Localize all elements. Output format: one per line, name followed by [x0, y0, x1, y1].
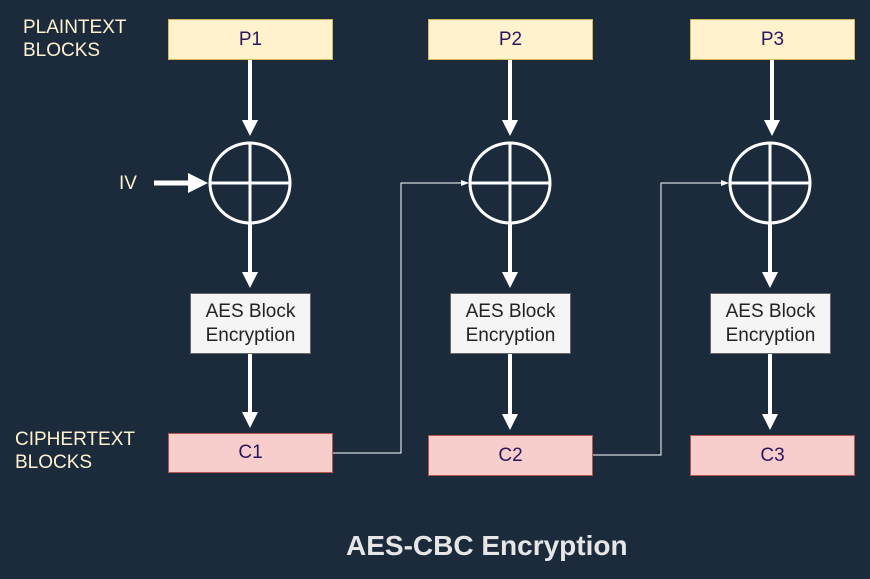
plaintext-label-line: PLAINTEXT — [23, 17, 127, 38]
ciphertext-block-c1: C1 — [168, 433, 333, 473]
ciphertext-block-c2: C2 — [428, 435, 593, 476]
aes-label-line: Encryption — [465, 324, 556, 346]
xor-icon — [728, 141, 812, 225]
ciphertext-label-line: BLOCKS — [15, 452, 93, 473]
ciphertext-label-line: CIPHERTEXT — [15, 429, 136, 450]
ciphertext-block-c3: C3 — [690, 435, 855, 476]
aes-label-line: AES Block — [465, 300, 556, 322]
aes-label-line: Encryption — [725, 324, 816, 346]
ciphertext-blocks-label: CIPHERTEXT BLOCKS — [15, 428, 135, 474]
aes-label-line: AES Block — [725, 300, 816, 322]
xor-icon — [208, 141, 292, 225]
plaintext-block-p3: P3 — [690, 19, 855, 60]
diagram-title: AES-CBC Encryption — [346, 530, 628, 561]
chain-c1-to-xor2 — [333, 180, 469, 454]
xor-icon — [468, 141, 552, 225]
plaintext-block-p2: P2 — [428, 19, 593, 60]
chain-c2-to-xor3 — [593, 180, 729, 456]
plaintext-block-p1: P1 — [168, 19, 333, 60]
aes-label-line: Encryption — [205, 324, 296, 346]
plaintext-label-line: BLOCKS — [23, 40, 101, 61]
iv-label: IV — [119, 173, 137, 194]
plaintext-blocks-label: PLAINTEXT BLOCKS — [23, 16, 126, 62]
aes-label-line: AES Block — [205, 300, 296, 322]
